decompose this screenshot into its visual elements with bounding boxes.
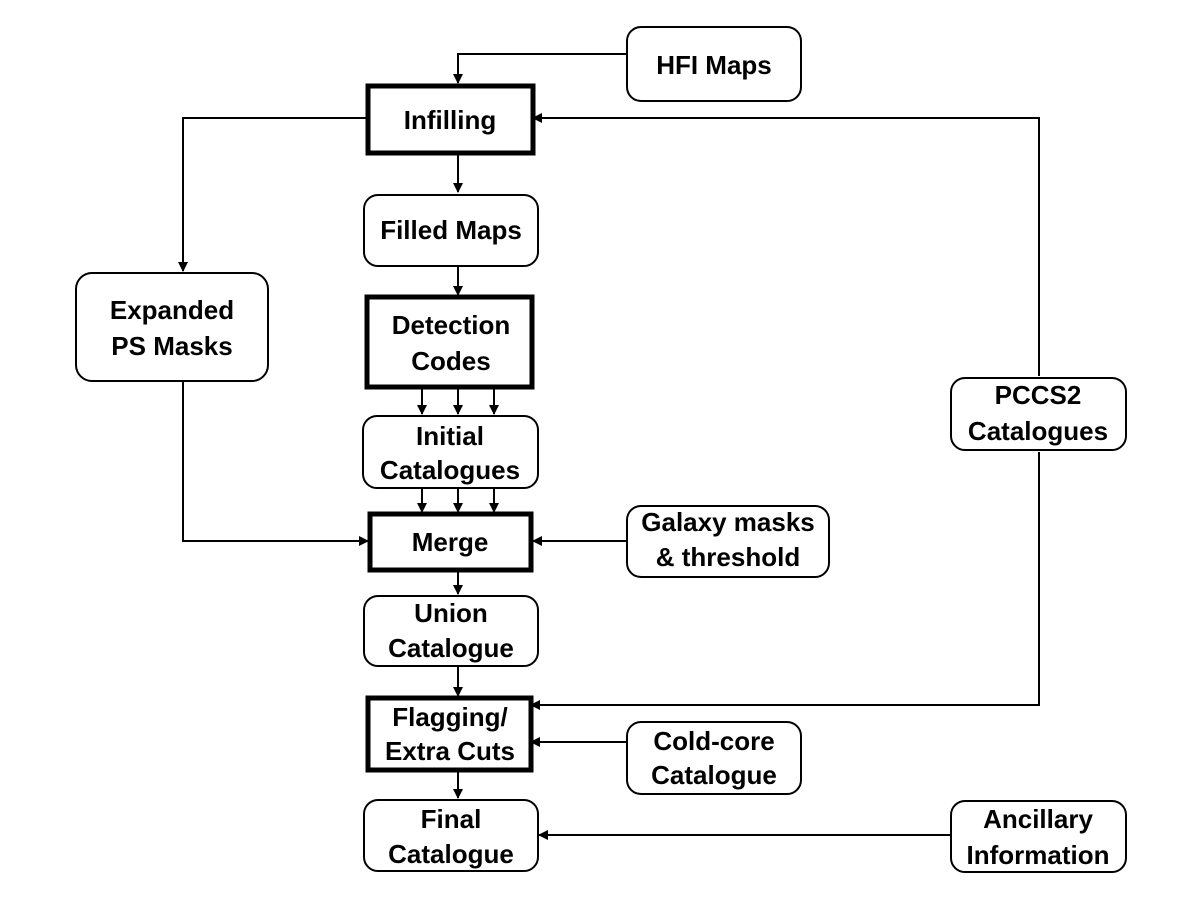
node-infilling-label: Infilling (404, 105, 496, 135)
node-hfi-maps: HFI Maps (626, 26, 802, 102)
node-ancillary-information-label-line2: Information (967, 840, 1110, 870)
node-filled-maps-label: Filled Maps (380, 215, 522, 245)
node-hfi-maps-label: HFI Maps (656, 50, 772, 80)
edge-pccs2-to-infilling (532, 113, 1040, 376)
node-final-catalogue: Final Catalogue (363, 799, 539, 872)
node-expanded-ps-masks-label-line1: Expanded (110, 295, 234, 325)
node-expanded-ps-masks: Expanded PS Masks (75, 272, 269, 382)
node-galaxy-masks-label-line1: Galaxy masks (641, 507, 814, 537)
node-pccs2-catalogues-label-line2: Catalogues (968, 416, 1108, 446)
node-expanded-ps-masks-label-line2: PS Masks (111, 331, 232, 361)
node-cold-core-label-line2: Catalogue (651, 760, 777, 790)
node-cold-core-label-line1: Cold-core (653, 726, 774, 756)
node-initial-catalogues-label-line2: Catalogues (380, 455, 520, 485)
node-filled-maps: Filled Maps (363, 194, 539, 267)
node-union-catalogue-label-line2: Catalogue (388, 633, 514, 663)
node-galaxy-masks: Galaxy masks & threshold (626, 505, 830, 578)
node-flagging-label-line1: Flagging/ (392, 702, 508, 732)
node-union-catalogue-label-line1: Union (414, 598, 488, 628)
node-flagging-label-line2: Extra Cuts (385, 736, 515, 766)
node-final-catalogue-label-line2: Catalogue (388, 839, 514, 869)
node-detection-codes-label-line1: Detection (392, 310, 510, 340)
node-merge: Merge (367, 511, 534, 573)
node-merge-label: Merge (412, 527, 489, 557)
edge-hfi-maps-to-infilling (453, 53, 626, 84)
node-ancillary-information-label-line1: Ancillary (983, 804, 1093, 834)
edge-infilling-to-expanded-ps-masks (178, 117, 366, 272)
node-pccs2-catalogues-label-line1: PCCS2 (995, 380, 1082, 410)
node-union-catalogue: Union Catalogue (363, 595, 539, 667)
node-pccs2-catalogues: PCCS2 Catalogues (950, 377, 1127, 451)
node-initial-catalogues-label-line1: Initial (416, 421, 484, 451)
node-infilling: Infilling (365, 83, 536, 156)
node-detection-codes-label-line2: Codes (411, 346, 490, 376)
node-final-catalogue-label-line1: Final (421, 804, 482, 834)
edge-pccs2-to-flagging (530, 452, 1040, 710)
node-ancillary-information: Ancillary Information (950, 800, 1127, 873)
node-cold-core-catalogue: Cold-core Catalogue (626, 721, 802, 795)
node-detection-codes: Detection Codes (364, 294, 535, 390)
edge-expanded-ps-masks-to-merge (182, 382, 369, 546)
node-galaxy-masks-label-line2: & threshold (656, 542, 800, 572)
node-flagging: Flagging/ Extra Cuts (365, 695, 534, 773)
node-initial-catalogues: Initial Catalogues (362, 415, 539, 489)
